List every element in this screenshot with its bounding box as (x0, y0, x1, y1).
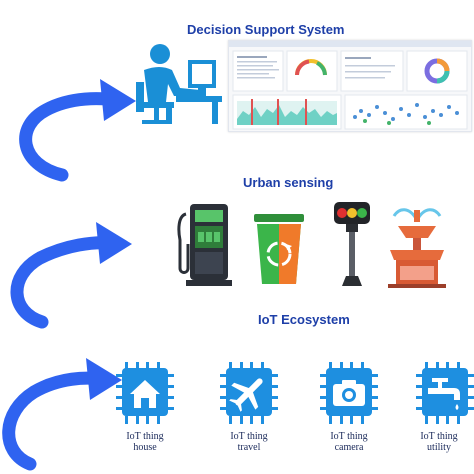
urban-sensing-title: Urban sensing (243, 175, 334, 190)
chip-house-icon (116, 362, 174, 424)
iot-thing-travel (214, 358, 284, 433)
iot-thing-house-label-2: house (133, 442, 157, 453)
traffic-light-icon (334, 202, 370, 286)
dashboard-thumbnail (228, 40, 472, 132)
iot-thing-utility-label-1: IoT thing (420, 431, 458, 442)
iot-thing-utility-label-2: utility (427, 442, 451, 453)
fuel-pump-icon (177, 204, 232, 286)
upward-curved-arrow-bottom (2, 358, 122, 471)
iot-thing-camera-label-1: IoT thing (330, 431, 368, 442)
recycle-bin-icon (254, 214, 304, 284)
upward-curved-arrow-top (19, 79, 136, 182)
decision-support-title: Decision Support System (187, 22, 345, 37)
person-at-desk-icon (136, 44, 222, 124)
iot-thing-utility (410, 358, 474, 433)
iot-thing-travel-label-1: IoT thing (230, 431, 268, 442)
upward-curved-arrow-middle (10, 222, 132, 329)
iot-thing-house (110, 358, 180, 433)
iot-thing-camera (314, 358, 384, 433)
chip-faucet-icon (416, 362, 474, 424)
iot-thing-travel-label-2: travel (237, 442, 261, 453)
iot-thing-camera-label-2: camera (334, 442, 364, 453)
iot-thing-house-label-1: IoT thing (126, 431, 164, 442)
chip-camera-icon (320, 362, 378, 424)
iot-ecosystem-title: IoT Ecosystem (258, 312, 350, 327)
fountain-icon (388, 208, 446, 288)
chip-airplane-icon (220, 362, 278, 424)
